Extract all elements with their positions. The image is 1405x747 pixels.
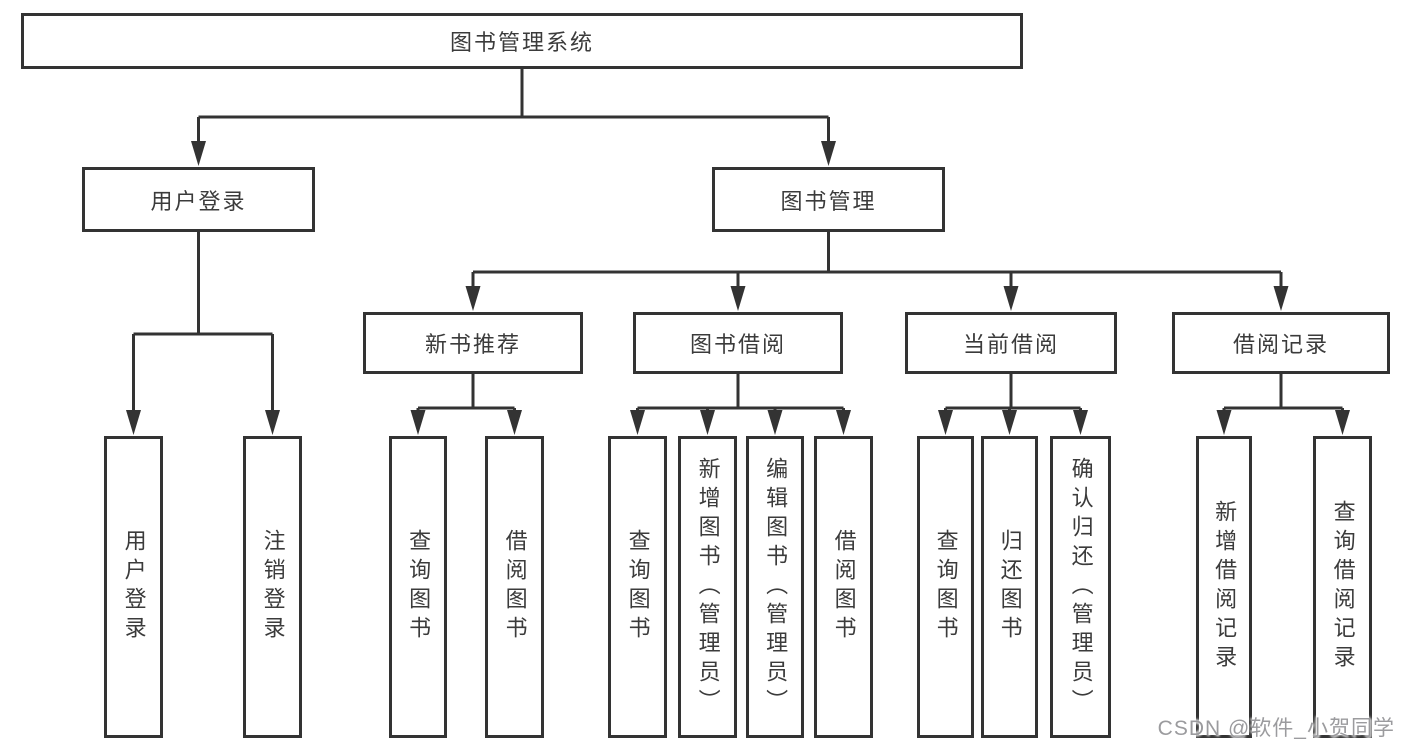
leaf-query-borrow-record-label: 查询借阅记录: [1330, 500, 1356, 674]
arrowhead: [1273, 286, 1289, 311]
arrowhead: [1073, 410, 1088, 435]
leaf-logout: 注销登录: [243, 436, 302, 738]
arrowhead: [126, 410, 141, 435]
leaf-borrowing-query-books: 查询图书: [608, 436, 667, 738]
arrowhead: [821, 141, 836, 166]
arrowhead: [1003, 286, 1019, 311]
leaf-borrow-books: 借阅图书: [814, 436, 873, 738]
arrowheads: [126, 141, 1350, 435]
watermark: CSDN @软件_小贺同学: [1157, 717, 1395, 740]
leaf-user-login: 用户登录: [104, 436, 163, 738]
node-user-login: 用户登录: [82, 167, 315, 232]
arrowhead: [767, 410, 783, 435]
node-root: 图书管理系统: [21, 13, 1023, 69]
leaf-confirm-return-admin: 确认归还（管理员）: [1050, 436, 1111, 738]
leaf-edit-books-admin-label: 编辑图书（管理员）: [763, 456, 789, 718]
leaf-edit-books-admin: 编辑图书（管理员）: [746, 436, 804, 738]
node-current-borrowing: 当前借阅: [905, 312, 1117, 374]
leaf-recommend-query-books: 查询图书: [389, 436, 447, 738]
leaf-user-login-label: 用户登录: [121, 529, 147, 645]
leaf-borrow-books-label: 借阅图书: [831, 529, 857, 645]
arrowhead: [1335, 410, 1350, 435]
leaf-query-borrow-record: 查询借阅记录: [1313, 436, 1372, 738]
leaf-current-query-books-label: 查询图书: [933, 529, 959, 645]
node-borrowing-records: 借阅记录: [1172, 312, 1390, 374]
leaf-add-books-admin-label: 新增图书（管理员）: [695, 456, 721, 718]
arrowhead: [1002, 410, 1017, 435]
leaf-recommend-borrow-books-label: 借阅图书: [502, 529, 528, 645]
arrowhead: [1216, 410, 1232, 435]
arrowhead: [410, 410, 426, 435]
arrowhead: [465, 286, 481, 311]
leaf-confirm-return-admin-label: 确认归还（管理员）: [1068, 456, 1094, 718]
leaf-current-query-books: 查询图书: [917, 436, 974, 738]
arrowhead: [630, 410, 645, 435]
node-current-borrowing-label: 当前借阅: [962, 332, 1059, 357]
arrowhead: [507, 410, 522, 435]
arrowhead: [191, 141, 206, 166]
leaf-recommend-borrow-books: 借阅图书: [485, 436, 544, 738]
leaf-logout-label: 注销登录: [260, 529, 286, 645]
node-root-label: 图书管理系统: [449, 30, 594, 55]
arrowhead: [938, 410, 953, 435]
node-user-login-label: 用户登录: [150, 188, 247, 214]
arrowhead: [730, 286, 746, 311]
leaf-return-books: 归还图书: [981, 436, 1038, 738]
node-book-management: 图书管理: [712, 167, 945, 232]
leaf-recommend-query-books-label: 查询图书: [406, 529, 432, 645]
node-book-management-label: 图书管理: [780, 188, 877, 214]
leaf-add-borrow-record: 新增借阅记录: [1196, 436, 1252, 738]
node-book-borrowing: 图书借阅: [633, 312, 843, 374]
arrowhead: [836, 410, 851, 435]
arrowhead: [700, 410, 715, 435]
leaf-return-books-label: 归还图书: [997, 529, 1023, 645]
leaf-add-borrow-record-label: 新增借阅记录: [1212, 500, 1238, 674]
node-book-borrowing-label: 图书借阅: [689, 332, 786, 357]
leaf-borrowing-query-books-label: 查询图书: [625, 529, 651, 645]
leaf-add-books-admin: 新增图书（管理员）: [678, 436, 737, 738]
node-new-book-recommend: 新书推荐: [363, 312, 583, 374]
node-new-book-recommend-label: 新书推荐: [424, 332, 521, 357]
arrowhead: [265, 410, 280, 435]
node-borrowing-records-label: 借阅记录: [1232, 332, 1329, 357]
